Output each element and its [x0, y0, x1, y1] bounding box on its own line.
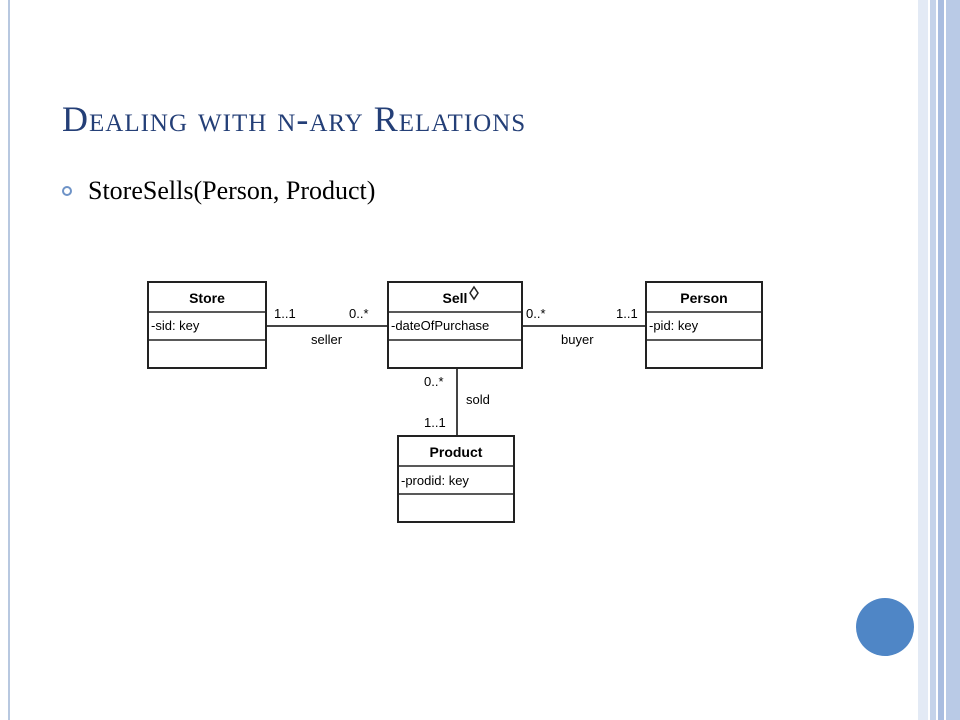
buyer-sell-multiplicity: 0..*: [526, 306, 546, 321]
sold-product-multiplicity: 1..1: [424, 415, 446, 430]
product-attribute: -prodid: key: [401, 473, 469, 488]
sold-role-label: sold: [466, 392, 490, 407]
store-class-name: Store: [189, 290, 225, 306]
sold-sell-multiplicity: 0..*: [424, 374, 444, 389]
association-class-diamond-icon: [469, 285, 479, 301]
seller-sell-multiplicity: 0..*: [349, 306, 369, 321]
seller-store-multiplicity: 1..1: [274, 306, 296, 321]
person-class-name: Person: [680, 290, 727, 306]
slide-title: Dealing with n-ary Relations: [62, 99, 527, 139]
bullet-item: StoreSells(Person, Product): [62, 176, 375, 206]
product-class-name: Product: [430, 444, 483, 460]
slide-left-border: [8, 0, 10, 720]
bullet-text: StoreSells(Person, Product): [88, 176, 376, 205]
bullet-circle-icon: [62, 186, 72, 196]
buyer-person-multiplicity: 1..1: [616, 306, 638, 321]
slide-side-bars: [918, 0, 960, 720]
store-attribute: -sid: key: [151, 318, 200, 333]
store-class: Store -sid: key: [147, 281, 267, 369]
person-class: Person -pid: key: [645, 281, 763, 369]
sell-class-name: Sell: [443, 290, 468, 306]
decorative-circle: [856, 598, 914, 656]
sell-class: Sell -dateOfPurchase: [387, 281, 523, 369]
product-class: Product -prodid: key: [397, 435, 515, 523]
buyer-role-label: buyer: [561, 332, 594, 347]
sell-attribute: -dateOfPurchase: [391, 318, 489, 333]
seller-role-label: seller: [311, 332, 343, 347]
person-attribute: -pid: key: [649, 318, 699, 333]
